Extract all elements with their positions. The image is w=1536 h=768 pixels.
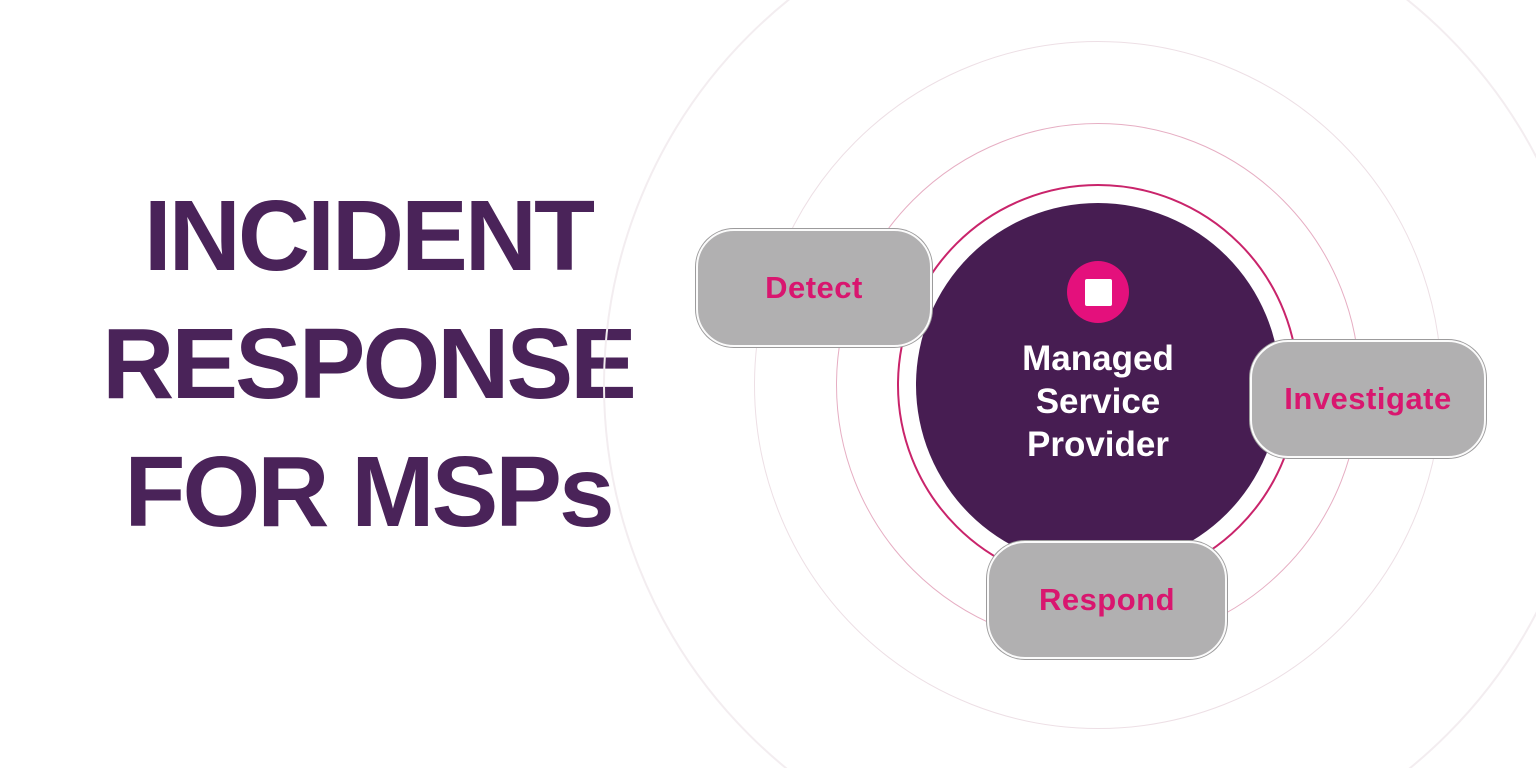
node-investigate: Investigate [1250,340,1486,458]
center-label-line-1: Managed [1022,339,1174,378]
node-investigate-label: Investigate [1284,381,1452,416]
node-respond: Respond [987,541,1227,659]
title-line-3: FOR MSPs [124,436,614,548]
title-line-2: RESPONSE [102,308,637,420]
node-respond-label: Respond [1038,582,1176,617]
page-title: INCIDENT RESPONSE FOR MSPs [38,172,698,556]
center-label-line-2: Service [1035,382,1161,421]
stop-square-icon-glyph [1084,278,1112,306]
node-detect-label: Detect [765,270,863,305]
ring-outermost [603,0,1536,768]
msp-center-circle: Managed Service Provider [916,203,1280,567]
msp-center-label: Managed Service Provider [1022,337,1174,466]
stop-square-icon [1067,261,1129,323]
center-label-line-3: Provider [1026,425,1169,464]
title-line-1: INCIDENT [143,180,595,292]
node-detect: Detect [696,229,932,347]
